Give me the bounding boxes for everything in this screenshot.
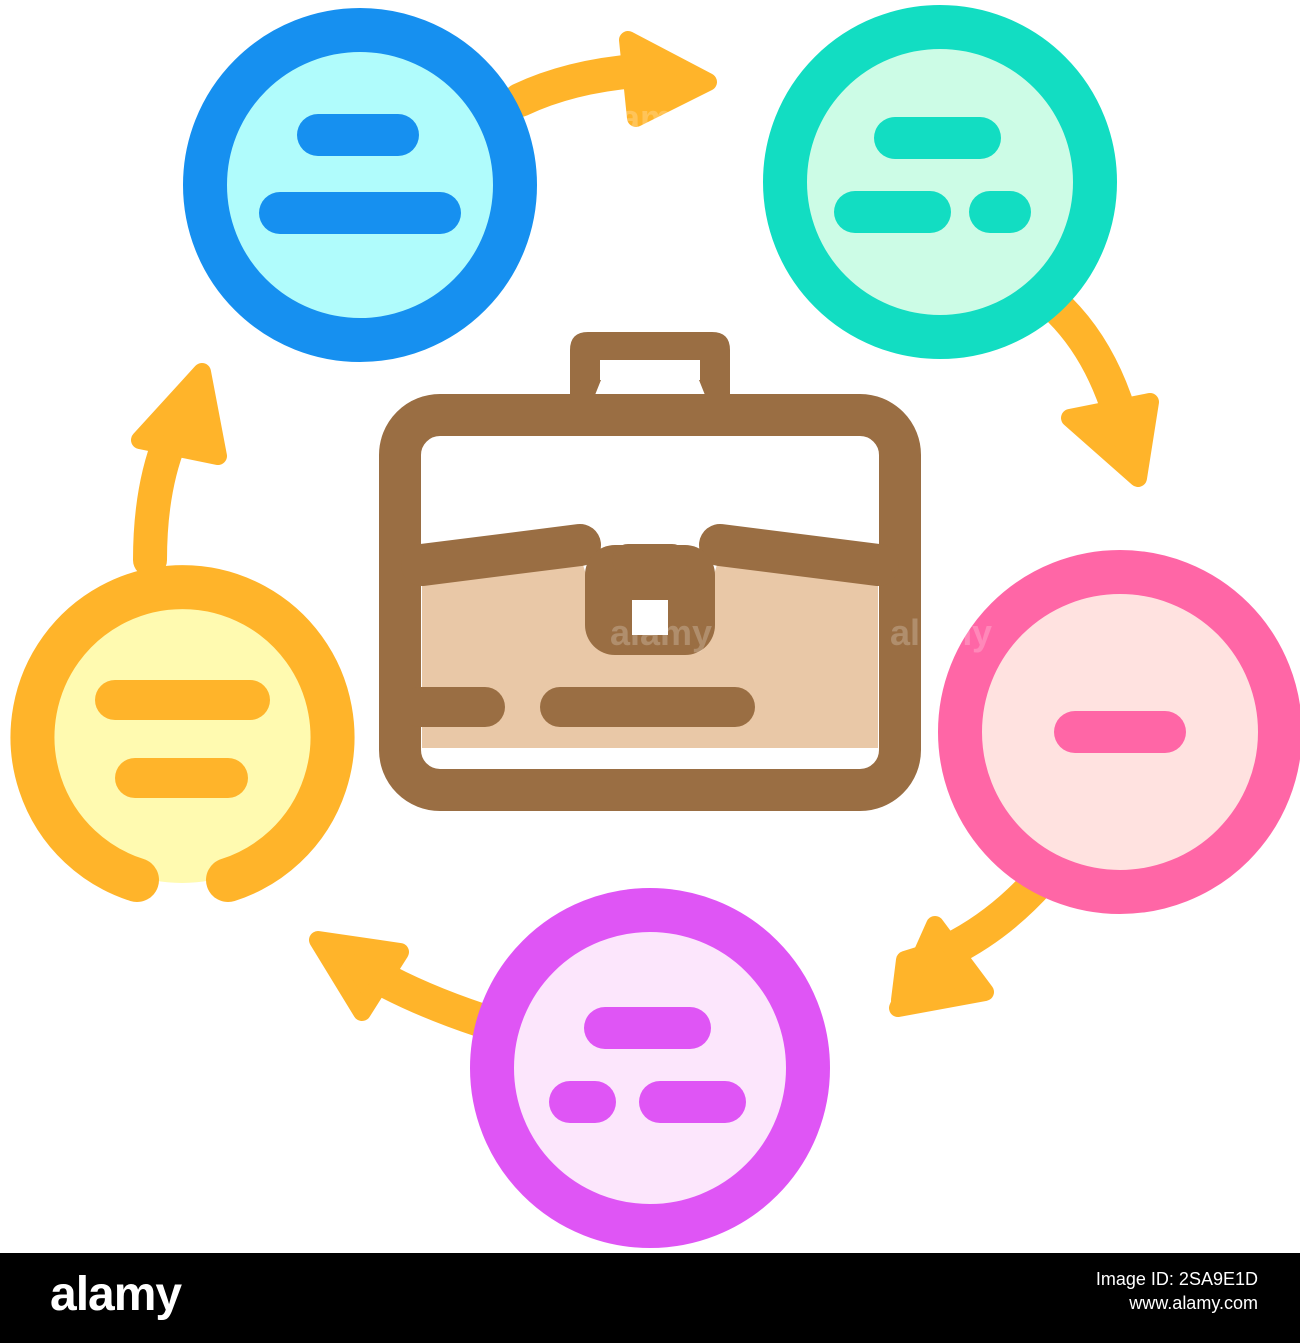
stock-footer: alamy Image ID: 2SA9E1D www.alamy.com <box>0 1253 1300 1343</box>
briefcase-icon <box>379 332 921 811</box>
arrow-yellow-to-blue <box>131 363 227 577</box>
arrow-green-to-pink <box>1043 293 1159 487</box>
pink-node-icon <box>938 550 1300 914</box>
arrow-purple-to-left <box>309 931 497 1037</box>
svg-text:alamy: alamy <box>610 612 712 653</box>
cycle-arrows <box>131 31 1159 1037</box>
green-node-icon <box>763 5 1117 359</box>
footer-url: www.alamy.com <box>1129 1293 1258 1313</box>
icon-canvas: alamy alamy alamy <box>10 5 1300 1248</box>
footer-logo: alamy <box>50 1268 182 1321</box>
footer-image-id: Image ID: 2SA9E1D www.alamy.com <box>1096 1267 1258 1315</box>
svg-text:alamy: alamy <box>890 612 992 653</box>
yellow-node-icon <box>10 565 355 902</box>
arrow-blue-to-green <box>503 31 717 127</box>
svg-text:alamy: alamy <box>590 97 692 138</box>
purple-node-icon <box>470 888 830 1248</box>
arrow-pink-to-bottom <box>889 863 1057 1017</box>
watermark: alamy alamy alamy <box>590 97 992 653</box>
blue-node-icon <box>183 8 537 362</box>
image-id-label: Image ID: 2SA9E1D <box>1095 1269 1258 1289</box>
